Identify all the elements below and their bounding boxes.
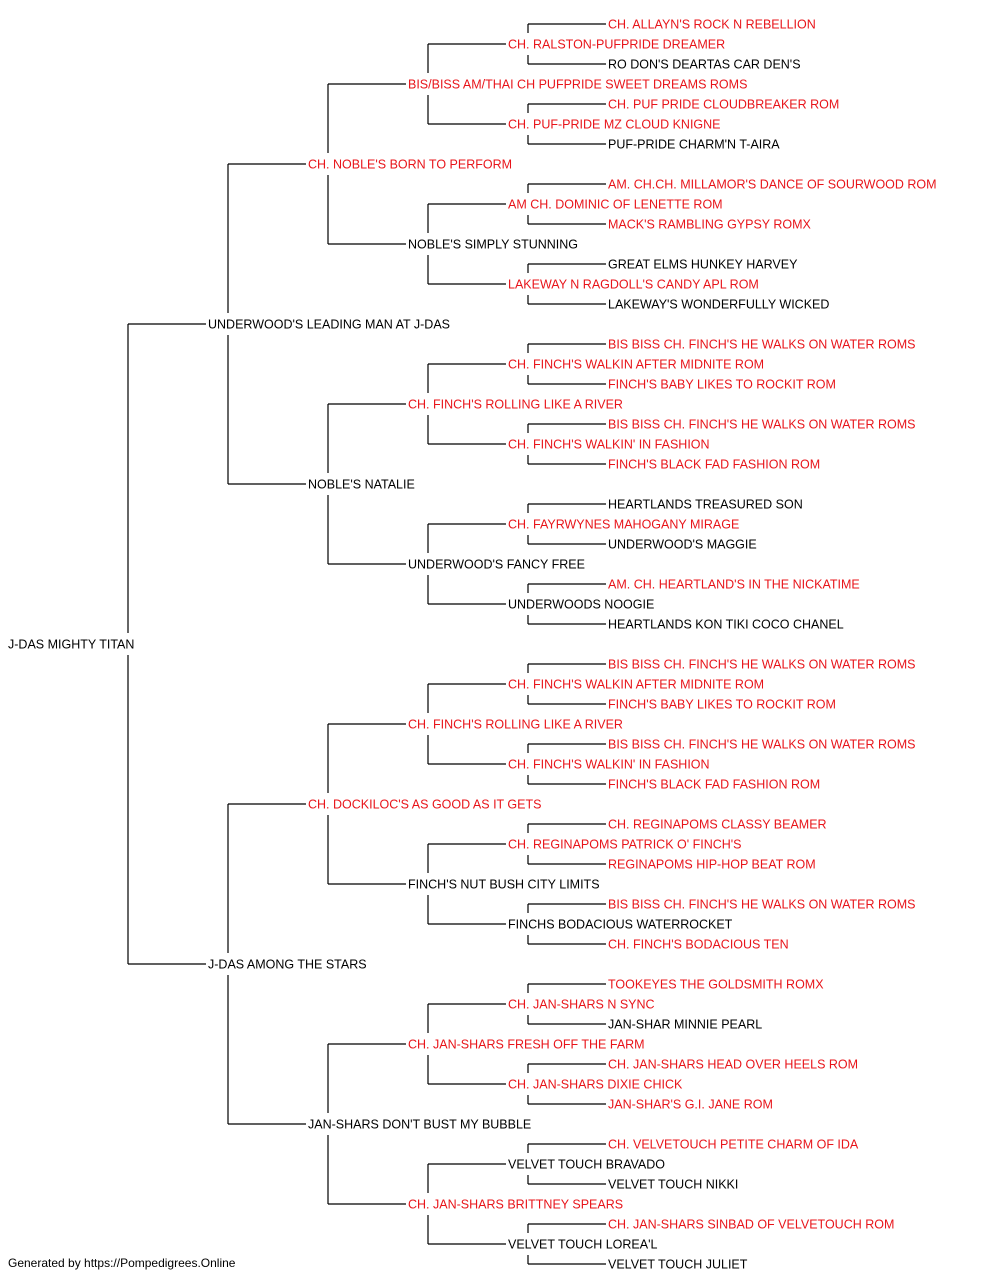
pedigree-entry-dog-sire-sire-dam-sire: AM CH. DOMINIC OF LENETTE ROM <box>508 198 723 212</box>
pedigree-entry-dog-dam-dam-sire: CH. JAN-SHARS FRESH OFF THE FARM <box>408 1038 645 1052</box>
pedigree-entry-dog-sire-dam-sire: CH. FINCH'S ROLLING LIKE A RIVER <box>408 398 623 412</box>
pedigree-entry-dog-dam-dam-dam-sire: VELVET TOUCH BRAVADO <box>508 1158 665 1172</box>
pedigree-entry-dog-dam-sire-dam-dam-sire: BIS BISS CH. FINCH'S HE WALKS ON WATER R… <box>608 898 916 912</box>
pedigree-entry-dog-sire-sire-dam-sire-sire: AM. CH.CH. MILLAMOR'S DANCE OF SOURWOOD … <box>608 178 937 192</box>
pedigree-entry-dog-sire-sire-sire-dam: CH. PUF-PRIDE MZ CLOUD KNIGNE <box>508 118 721 132</box>
pedigree-entry-dog-dam: J-DAS AMONG THE STARS <box>208 958 367 972</box>
pedigree-entry-dog-sire-sire-sire-sire: CH. RALSTON-PUFPRIDE DREAMER <box>508 38 725 52</box>
pedigree-entry-dog-dam-sire-sire: CH. FINCH'S ROLLING LIKE A RIVER <box>408 718 623 732</box>
pedigree-entry-dog-sire-dam-dam-sire-sire: HEARTLANDS TREASURED SON <box>608 498 803 512</box>
pedigree-entry-dog-sire-dam-sire-sire-sire: BIS BISS CH. FINCH'S HE WALKS ON WATER R… <box>608 338 916 352</box>
pedigree-entry-dog-sire: UNDERWOOD'S LEADING MAN AT J-DAS <box>208 318 450 332</box>
pedigree-entry-dog-dam-dam-sire-dam-dam: JAN-SHAR'S G.I. JANE ROM <box>608 1098 773 1112</box>
pedigree-entry-dog-dam-dam-sire-sire-dam: JAN-SHAR MINNIE PEARL <box>608 1018 762 1032</box>
pedigree-entry-dog-sire-sire-dam-sire-dam: MACK'S RAMBLING GYPSY ROMX <box>608 218 812 232</box>
pedigree-entry-dog-sire-dam-dam-dam-sire: AM. CH. HEARTLAND'S IN THE NICKATIME <box>608 578 860 592</box>
pedigree-entry-dog-sire-sire-sire-dam-dam: PUF-PRIDE CHARM'N T-AIRA <box>608 138 780 152</box>
pedigree-entry-dog-dam-dam-dam-dam: VELVET TOUCH LOREA'L <box>508 1238 657 1252</box>
pedigree-entry-dog-dam-dam-dam-sire-dam: VELVET TOUCH NIKKI <box>608 1178 738 1192</box>
pedigree-entry-dog-sire-sire-dam-dam-dam: LAKEWAY'S WONDERFULLY WICKED <box>608 298 829 312</box>
pedigree-entry-dog-dam-sire-dam-sire-dam: REGINAPOMS HIP-HOP BEAT ROM <box>608 858 816 872</box>
pedigree-entry-dog-sire-dam-sire-sire: CH. FINCH'S WALKIN AFTER MIDNITE ROM <box>508 358 764 372</box>
pedigree-entry-dog-dam-dam-sire-dam-sire: CH. JAN-SHARS HEAD OVER HEELS ROM <box>608 1058 858 1072</box>
pedigree-entry-dog-dam-dam-dam-dam-dam: VELVET TOUCH JULIET <box>608 1258 748 1272</box>
pedigree-entry-dog-sire-sire: CH. NOBLE'S BORN TO PERFORM <box>308 158 512 172</box>
pedigree-entry-dog-dam-sire-dam-sire-sire: CH. REGINAPOMS CLASSY BEAMER <box>608 818 827 832</box>
pedigree-entry-dog-dam-sire-dam-dam: FINCHS BODACIOUS WATERROCKET <box>508 918 733 932</box>
pedigree-entry-dog-sire-dam-dam-sire: CH. FAYRWYNES MAHOGANY MIRAGE <box>508 518 739 532</box>
pedigree-entry-dog-sire-dam: NOBLE'S NATALIE <box>308 478 415 492</box>
pedigree-entry-dog-dam-sire-sire-dam-dam: FINCH'S BLACK FAD FASHION ROM <box>608 778 820 792</box>
pedigree-entry-dog-dam-sire-dam-sire: CH. REGINAPOMS PATRICK O' FINCH'S <box>508 838 742 852</box>
pedigree-entry-dog-sire-dam-sire-dam-sire: BIS BISS CH. FINCH'S HE WALKS ON WATER R… <box>608 418 916 432</box>
pedigree-entry-dog-sire-sire-sire-dam-sire: CH. PUF PRIDE CLOUDBREAKER ROM <box>608 98 839 112</box>
pedigree-entry-dog-dam-dam: JAN-SHARS DON'T BUST MY BUBBLE <box>308 1118 531 1132</box>
pedigree-entry-dog-sire-dam-sire-sire-dam: FINCH'S BABY LIKES TO ROCKIT ROM <box>608 378 836 392</box>
pedigree-entry-dog-dam-dam-sire-sire: CH. JAN-SHARS N SYNC <box>508 998 655 1012</box>
pedigree-entry-dog-dam-dam-dam-dam-sire: CH. JAN-SHARS SINBAD OF VELVETOUCH ROM <box>608 1218 894 1232</box>
pedigree-entry-dog-sire-sire-dam: NOBLE'S SIMPLY STUNNING <box>408 238 578 252</box>
pedigree-entry-dog-dam-sire-sire-dam-sire: BIS BISS CH. FINCH'S HE WALKS ON WATER R… <box>608 738 916 752</box>
pedigree-entry-dog-dam-dam-dam-sire-sire: CH. VELVETOUCH PETITE CHARM OF IDA <box>608 1138 859 1152</box>
pedigree-entry-dog-sire-dam-sire-dam: CH. FINCH'S WALKIN' IN FASHION <box>508 438 710 452</box>
pedigree-entry-dog-dam-sire-sire-sire-dam: FINCH'S BABY LIKES TO ROCKIT ROM <box>608 698 836 712</box>
pedigree-entry-dog-sire-sire-sire-sire-dam: RO DON'S DEARTAS CAR DEN'S <box>608 58 801 72</box>
pedigree-entry-dog-sire-dam-dam-sire-dam: UNDERWOOD'S MAGGIE <box>608 538 757 552</box>
generated-by-footer: Generated by https://Pompedigrees.Online <box>8 1256 236 1270</box>
pedigree-entry-dog-dam-dam-sire-dam: CH. JAN-SHARS DIXIE CHICK <box>508 1078 683 1092</box>
pedigree-entry-dog-sire-sire-sire-sire-sire: CH. ALLAYN'S ROCK N REBELLION <box>608 18 816 32</box>
pedigree-entry-dog-sire-sire-sire: BIS/BISS AM/THAI CH PUFPRIDE SWEET DREAM… <box>408 78 747 92</box>
pedigree-entry-dog-dam-sire-dam: FINCH'S NUT BUSH CITY LIMITS <box>408 878 600 892</box>
pedigree-entry-dog-sire-dam-dam-dam: UNDERWOODS NOOGIE <box>508 598 654 612</box>
pedigree-entry-dog-sire-sire-dam-dam-sire: GREAT ELMS HUNKEY HARVEY <box>608 258 798 272</box>
pedigree-entry-dog-sire-dam-dam: UNDERWOOD'S FANCY FREE <box>408 558 585 572</box>
pedigree-entry-dog-sire-dam-sire-dam-dam: FINCH'S BLACK FAD FASHION ROM <box>608 458 820 472</box>
pedigree-entry-dog-sire-dam-dam-dam-dam: HEARTLANDS KON TIKI COCO CHANEL <box>608 618 844 632</box>
pedigree-entry-dog: J-DAS MIGHTY TITAN <box>8 638 134 652</box>
pedigree-entry-dog-dam-dam-sire-sire-sire: TOOKEYES THE GOLDSMITH ROMX <box>608 978 824 992</box>
pedigree-entry-dog-dam-sire-sire-dam: CH. FINCH'S WALKIN' IN FASHION <box>508 758 710 772</box>
pedigree-entry-dog-dam-sire-sire-sire-sire: BIS BISS CH. FINCH'S HE WALKS ON WATER R… <box>608 658 916 672</box>
pedigree-entry-dog-dam-sire: CH. DOCKILOC'S AS GOOD AS IT GETS <box>308 798 541 812</box>
pedigree-entry-dog-dam-dam-dam: CH. JAN-SHARS BRITTNEY SPEARS <box>408 1198 623 1212</box>
pedigree-entry-dog-dam-sire-dam-dam-dam: CH. FINCH'S BODACIOUS TEN <box>608 938 789 952</box>
pedigree-entry-dog-dam-sire-sire-sire: CH. FINCH'S WALKIN AFTER MIDNITE ROM <box>508 678 764 692</box>
pedigree-entry-dog-sire-sire-dam-dam: LAKEWAY N RAGDOLL'S CANDY APL ROM <box>508 278 759 292</box>
